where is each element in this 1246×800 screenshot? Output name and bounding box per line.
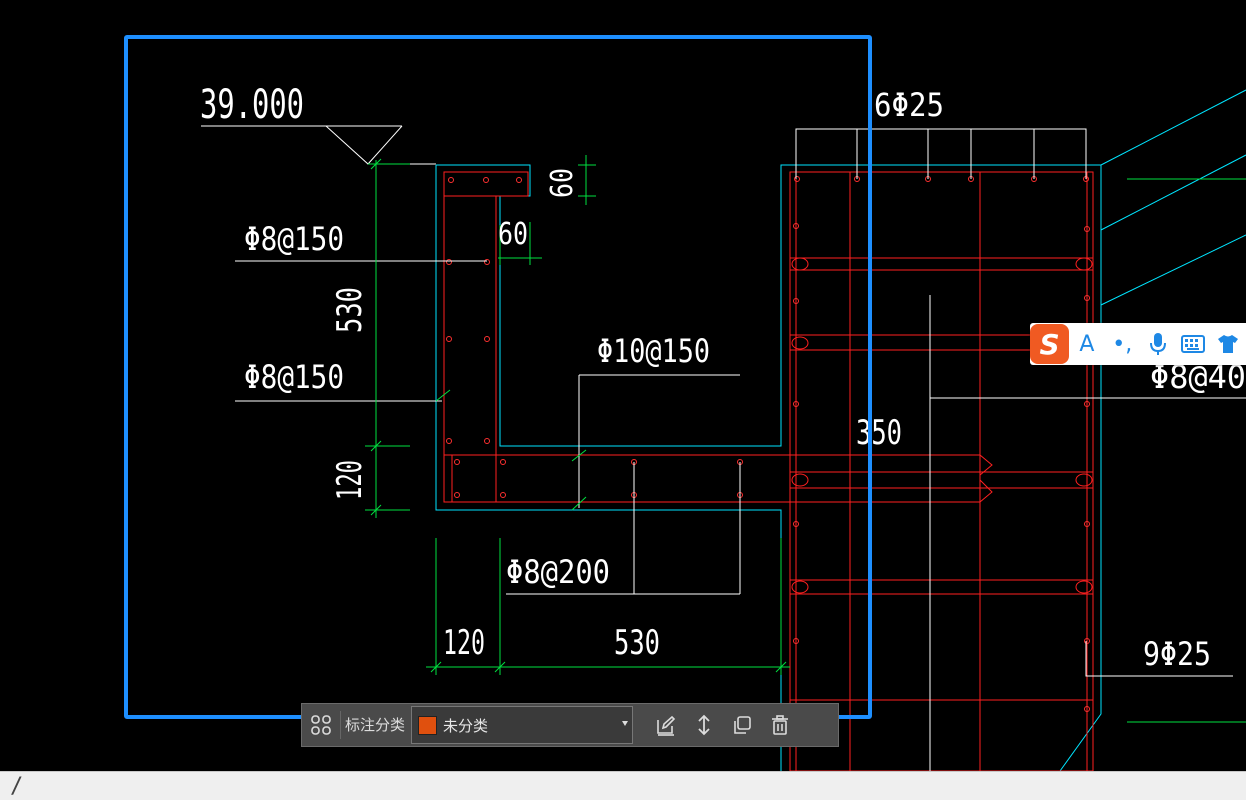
dim-60-horizontal: 60 bbox=[498, 217, 528, 252]
dim-530-bottom: 530 bbox=[614, 623, 660, 663]
shirt-icon bbox=[1218, 335, 1239, 353]
trash-icon bbox=[772, 715, 789, 735]
rebar-label-8-150-top: Φ8@150 bbox=[244, 220, 344, 258]
dim-120-vertical: 120 bbox=[330, 460, 370, 500]
ime-keyboard-button[interactable] bbox=[1175, 324, 1210, 364]
ime-logo[interactable]: S bbox=[1030, 324, 1070, 364]
ime-mode-toggle[interactable]: A bbox=[1079, 331, 1095, 357]
rebar-lines bbox=[443, 171, 1094, 772]
dim-120-bottom: 120 bbox=[443, 623, 485, 663]
dim-60-vertical: 60 bbox=[545, 168, 580, 198]
command-line[interactable]: / bbox=[0, 771, 1246, 800]
dimension-lines bbox=[365, 155, 1246, 723]
rebar-label-9-25: 9Φ25 bbox=[1143, 635, 1211, 673]
rebar-label-8-150-mid: Φ8@150 bbox=[244, 358, 344, 396]
ime-punctuation-toggle[interactable]: •, bbox=[1112, 331, 1133, 357]
category-color-swatch bbox=[418, 715, 438, 735]
ime-toolbar: S A •, bbox=[1030, 323, 1246, 365]
vertical-move-icon bbox=[698, 714, 710, 736]
group-icon bbox=[311, 715, 331, 735]
dim-350: 350 bbox=[856, 413, 902, 453]
category-select[interactable]: 未分类 bbox=[411, 706, 634, 744]
ime-voice-button[interactable] bbox=[1140, 324, 1175, 364]
category-label: 标注分类 bbox=[340, 711, 411, 739]
microphone-icon bbox=[1149, 333, 1166, 355]
chevron-down-icon bbox=[622, 721, 629, 726]
rebar-label-10-150: Φ10@150 bbox=[597, 332, 710, 370]
select-group-button[interactable] bbox=[302, 706, 340, 744]
copy-icon bbox=[734, 716, 751, 734]
edit-button[interactable] bbox=[647, 706, 685, 744]
selection-rectangle[interactable] bbox=[124, 35, 872, 719]
move-button[interactable] bbox=[685, 706, 723, 744]
rebar-label-6-25: 6Φ25 bbox=[874, 86, 944, 124]
edit-icon bbox=[657, 715, 676, 736]
command-prompt: / bbox=[10, 774, 24, 799]
category-value: 未分类 bbox=[443, 716, 489, 735]
delete-button[interactable] bbox=[761, 706, 799, 744]
annotation-toolbar: 标注分类 未分类 bbox=[301, 703, 839, 747]
ime-skin-button[interactable] bbox=[1211, 324, 1246, 364]
dim-530-vertical: 530 bbox=[330, 287, 370, 333]
copy-button[interactable] bbox=[723, 706, 761, 744]
rebar-label-8-200: Φ8@200 bbox=[506, 553, 610, 591]
elevation-label: 39.000 bbox=[200, 82, 304, 128]
keyboard-icon bbox=[1180, 335, 1205, 353]
